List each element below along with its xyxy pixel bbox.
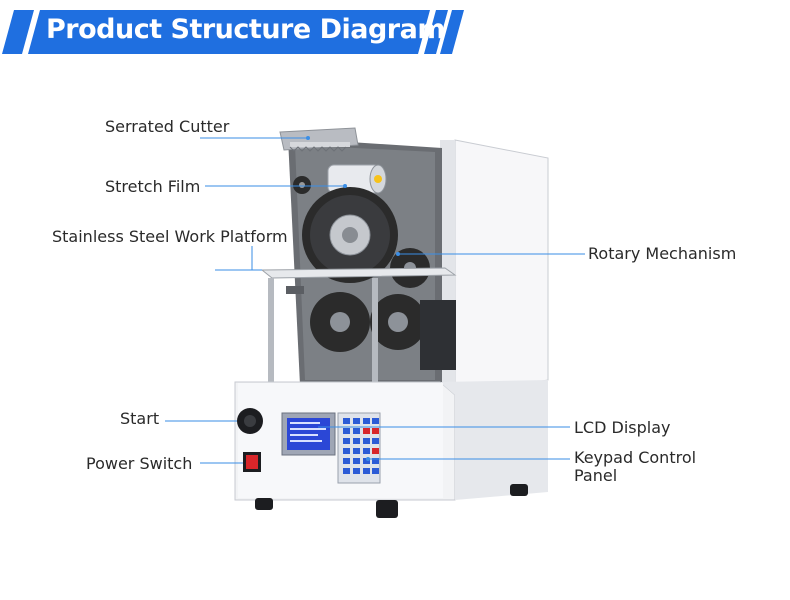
keypad-key: [372, 418, 379, 424]
keypad-key: [353, 428, 360, 434]
label-work-platform: Stainless Steel Work Platform: [52, 227, 288, 246]
keypad-key: [353, 468, 360, 474]
keypad-key: [343, 418, 350, 424]
label-keypad-line2: Panel: [574, 466, 618, 485]
label-stretch-film: Stretch Film: [105, 177, 201, 196]
control-module: [420, 300, 456, 370]
keypad-key: [343, 458, 350, 464]
keypad-key: [363, 468, 370, 474]
keypad-key: [372, 438, 379, 444]
keypad-key: [353, 418, 360, 424]
keypad-panel: [337, 412, 381, 484]
label-lcd-display: LCD Display: [574, 418, 671, 437]
power-switch: [243, 452, 261, 472]
keypad-key: [372, 448, 379, 454]
banner-shape: [2, 10, 464, 54]
start-button: [237, 408, 263, 434]
keypad-key: [343, 448, 350, 454]
feet: [255, 484, 528, 518]
label-keypad-line1: Keypad Control: [574, 448, 697, 467]
keypad-key: [363, 448, 370, 454]
label-keypad-control-panel: Keypad Control Panel: [574, 449, 734, 485]
keypad-key: [363, 458, 370, 464]
keypad-key: [363, 438, 370, 444]
keypad-key: [372, 468, 379, 474]
label-serrated-cutter: Serrated Cutter: [105, 117, 230, 136]
keypad-key: [372, 428, 379, 434]
gear-large: [302, 187, 398, 283]
keypad-key: [372, 458, 379, 464]
label-start: Start: [120, 409, 160, 428]
label-power-switch: Power Switch: [86, 454, 193, 473]
header-banner: Product Structure Diagram: [0, 0, 790, 64]
keypad-key: [363, 418, 370, 424]
keypad-key: [343, 468, 350, 474]
gear-lower: [310, 248, 430, 352]
work-platform: [260, 267, 457, 388]
keypad-key: [343, 428, 350, 434]
keypad-key: [363, 428, 370, 434]
page-title: Product Structure Diagram: [46, 14, 445, 45]
keypad-key: [353, 448, 360, 454]
keypad-key: [353, 458, 360, 464]
label-rotary-mechanism: Rotary Mechanism: [588, 244, 737, 263]
lcd-display: [281, 412, 336, 456]
keypad-key: [343, 438, 350, 444]
keypad-key: [353, 438, 360, 444]
